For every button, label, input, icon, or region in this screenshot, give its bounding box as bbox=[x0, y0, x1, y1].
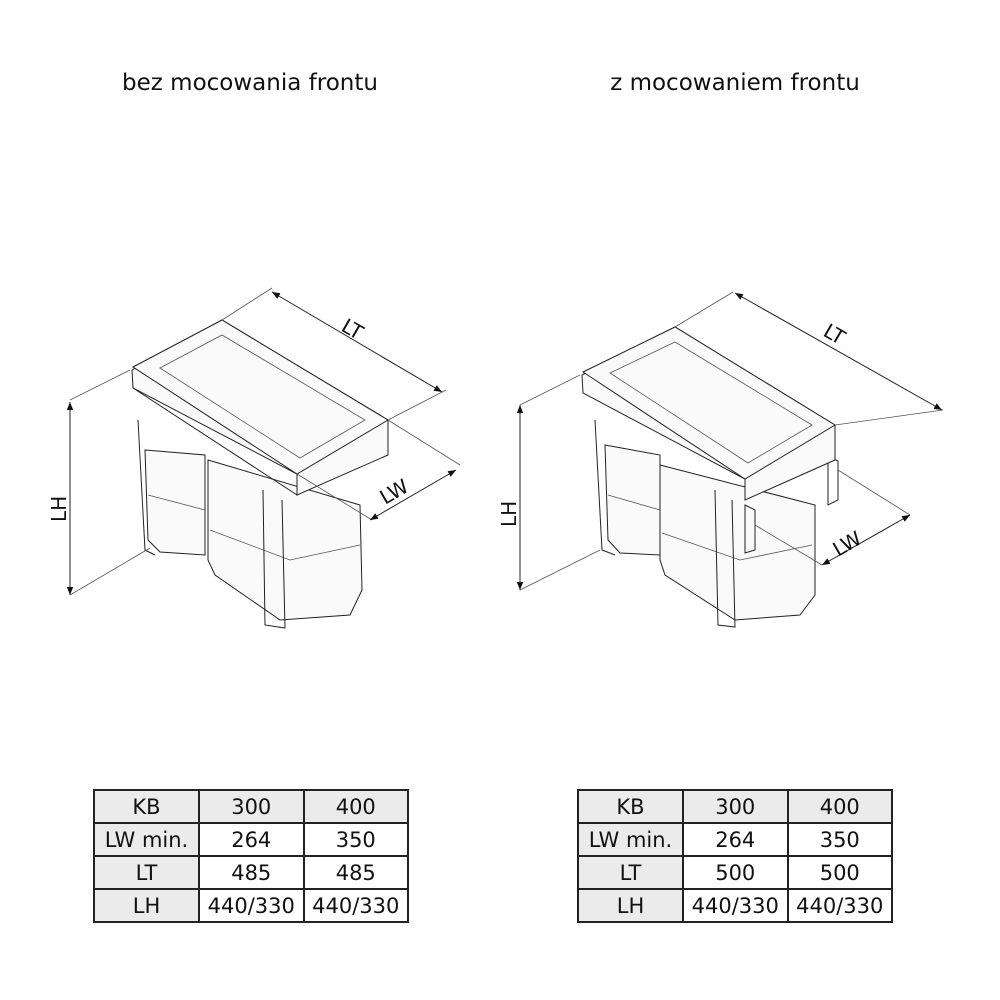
table-cell: 500 bbox=[786, 855, 893, 890]
left-title: bez mocowania frontu bbox=[122, 70, 378, 96]
table-cell: 350 bbox=[302, 822, 409, 857]
table-cell: 440/330 bbox=[786, 888, 893, 923]
bin-without-front-mount: LT LW LH bbox=[47, 287, 461, 629]
table-cell: 440/330 bbox=[302, 888, 409, 923]
bin-with-front-mount: LT LW LH bbox=[497, 291, 944, 628]
table-cell: 300 bbox=[682, 789, 789, 824]
table-cell: 264 bbox=[682, 822, 789, 857]
table-cell: 400 bbox=[786, 789, 893, 824]
right-title: z mocowaniem frontu bbox=[610, 70, 860, 96]
table-cell: 400 bbox=[302, 789, 409, 824]
table-cell: 350 bbox=[786, 822, 893, 857]
table-cell: 440/330 bbox=[198, 888, 305, 923]
right-lw-label: LW bbox=[829, 526, 866, 561]
table-cell: 485 bbox=[302, 855, 409, 890]
table-cell: 440/330 bbox=[682, 888, 789, 923]
table-cell: 500 bbox=[682, 855, 789, 890]
table-cell: KB bbox=[577, 789, 684, 824]
table-cell: LT bbox=[93, 855, 200, 890]
left-lh-label: LH bbox=[47, 496, 71, 522]
table-cell: LH bbox=[93, 888, 200, 923]
right-lt-label: LT bbox=[820, 319, 851, 350]
left-lt-label: LT bbox=[338, 314, 369, 345]
right-lh-label: LH bbox=[497, 501, 521, 527]
table-cell: 485 bbox=[198, 855, 305, 890]
table-cell: LT bbox=[577, 855, 684, 890]
table-cell: LH bbox=[577, 888, 684, 923]
table-cell: 300 bbox=[198, 789, 305, 824]
table-cell: KB bbox=[93, 789, 200, 824]
left-lw-label: LW bbox=[376, 474, 413, 509]
table-cell: LW min. bbox=[577, 822, 684, 857]
table-cell: 264 bbox=[198, 822, 305, 857]
table-cell: LW min. bbox=[93, 822, 200, 857]
